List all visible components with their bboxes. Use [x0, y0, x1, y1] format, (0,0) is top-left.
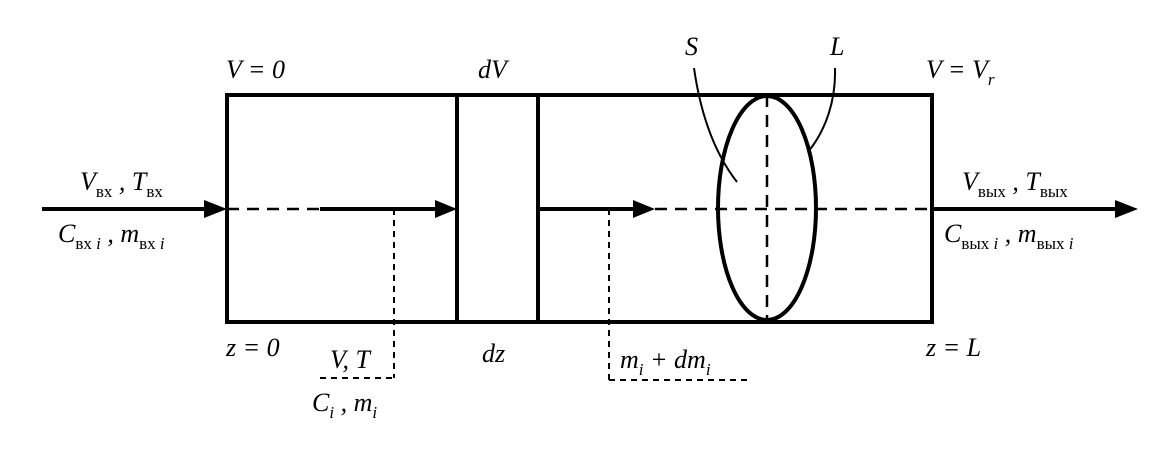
label-inlet-cm: Cвх i , mвх i: [58, 219, 165, 253]
label-outlet-cm: Cвых i , mвых i: [944, 219, 1074, 253]
label-dv: dV: [478, 55, 510, 84]
label-vt: V, T: [330, 345, 372, 374]
flow-arrowhead-right: [633, 200, 655, 218]
label-mi-dmi: mi + dmi: [620, 345, 711, 379]
label-ci-mi: Ci , mi: [312, 388, 377, 422]
s-leader-line: [693, 67, 738, 183]
label-dz: dz: [482, 339, 505, 368]
flow-arrowhead-left: [435, 200, 457, 218]
label-z0: z = 0: [225, 333, 280, 362]
label-s: S: [685, 32, 698, 61]
label-outlet-vt: Vвых , Tвых: [962, 167, 1068, 201]
label-v-vr: V = Vr: [926, 55, 995, 89]
l-leader-line: [807, 67, 837, 153]
label-inlet-vt: Vвх , Tвх: [80, 167, 163, 201]
label-l-axis: L: [829, 32, 844, 61]
inlet-arrowhead: [204, 200, 227, 218]
outlet-arrowhead: [1115, 200, 1138, 218]
label-zl: z = L: [925, 333, 981, 362]
label-v0: V = 0: [226, 55, 285, 84]
